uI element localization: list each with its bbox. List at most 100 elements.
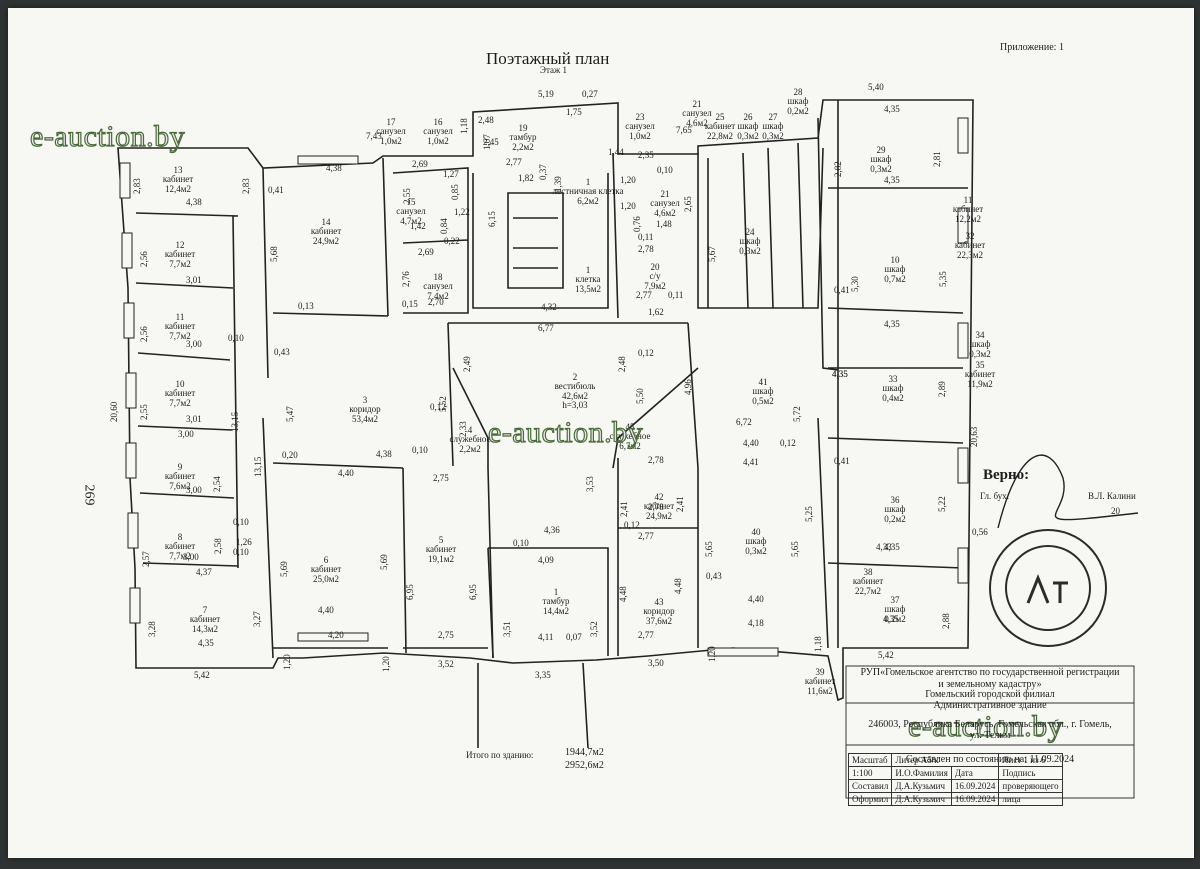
signature-scribble: [997, 454, 1139, 529]
dimension-label: 3,00: [183, 552, 199, 562]
room-area: 0,3м2: [745, 545, 767, 556]
org-line-2: и земельному кадастру»: [938, 678, 1042, 690]
room-name: служебное: [609, 431, 651, 442]
dimension-label: 1,62: [648, 307, 664, 317]
dimension-label: 0,11: [638, 232, 654, 242]
room-area: 11,9м2: [967, 378, 993, 389]
room-area: 7,7м2: [169, 330, 191, 341]
cell: 16.09.2024: [950, 792, 1000, 806]
dimension-label: 4,38: [376, 449, 392, 459]
dimension-label: 3,51: [502, 621, 512, 637]
room-area: 13,5м2: [575, 283, 601, 294]
dimension-label: 1,18: [459, 118, 469, 134]
dimension-label: 0,10: [412, 445, 428, 455]
dimension-label: 5,40: [868, 82, 884, 92]
room-area: 37,6м2: [646, 615, 672, 626]
dimension-label: 5,68: [269, 246, 279, 262]
room-name: шкаф: [787, 96, 809, 107]
room-area: 22,8м2: [707, 130, 733, 141]
room-area: 22,3м2: [957, 249, 983, 260]
room-number: 8: [177, 532, 183, 542]
room-number: 14: [321, 217, 331, 227]
room-number: 15: [406, 197, 416, 207]
room-area: 11,6м2: [807, 685, 833, 696]
room-number: 10: [890, 255, 900, 265]
dimension-label: 2,35: [638, 150, 654, 160]
dimension-label: 2,77: [638, 531, 654, 541]
cell: Литер А5/к: [891, 753, 1000, 767]
dimension-label: 3,01: [186, 414, 202, 424]
room-name: шкаф: [969, 339, 991, 350]
room-area: 12,4м2: [165, 183, 191, 194]
room-number: 12: [175, 240, 185, 250]
dimension-label: 5,42: [194, 670, 210, 680]
dimension-label: 4,40: [743, 438, 759, 448]
room-area: 7,9м2: [644, 280, 666, 291]
dimension-label: 0,27: [582, 89, 598, 99]
org-line-4: Административное здание: [933, 699, 1047, 711]
dimension-label: 20: [1111, 506, 1120, 516]
room-number: 32: [965, 231, 975, 241]
dimension-label: 3,28: [147, 621, 157, 637]
dimension-label: 4,36: [544, 525, 560, 535]
room-name: шкаф: [870, 154, 892, 165]
dimension-label: 2,48: [478, 115, 494, 125]
dimension-label: 0,07: [566, 632, 582, 642]
room-name: шкаф: [762, 121, 784, 132]
dimension-label: 13,15: [253, 456, 263, 477]
room-number: 21: [692, 99, 702, 109]
room-name: клетка: [575, 274, 601, 285]
org-street: ул. Тельм: [969, 729, 1011, 741]
dimension-label: 2,82: [833, 161, 843, 177]
watermark: e-auction.by: [907, 709, 1064, 743]
dimension-label: 4,35: [884, 319, 900, 329]
dimension-label: 6,95: [405, 584, 415, 600]
room-name: кабинет: [164, 471, 196, 482]
room-number: 16: [433, 117, 443, 127]
room-area: 22,7м2: [855, 585, 881, 596]
room-name: шкаф: [752, 386, 774, 397]
room-area: 0,4м2: [882, 392, 904, 403]
cell: И.О.Фамилия: [891, 766, 952, 780]
room-name: кабинет: [954, 240, 986, 251]
dimension-label: 4,37: [196, 567, 212, 577]
dimension-label: 7,43: [366, 131, 382, 141]
cell: Дата: [950, 766, 1000, 780]
room-number: 18: [433, 272, 443, 282]
dimension-label: 3,01: [186, 275, 202, 285]
dimension-label: 0,43: [706, 571, 722, 581]
room-name: кабинет: [164, 388, 196, 399]
dimension-label: 0,10: [233, 547, 249, 557]
dimension-label: 3,00: [186, 485, 202, 495]
cell: Д.А.Кузьмич: [891, 792, 952, 806]
dimension-label: 2,83: [132, 178, 142, 194]
dimension-label: 2,81: [932, 151, 942, 167]
room-area: 7,4м2: [427, 290, 449, 301]
totals-label: Итого по зданию:: [466, 750, 534, 760]
dimension-label: 4,35: [884, 542, 900, 552]
appendix-label: Приложение: 1: [1000, 42, 1064, 53]
org-line-1: РУП«Гомельское агентство по государствен…: [860, 667, 1120, 678]
room-name: санузел: [625, 121, 655, 132]
room-area: 4,7м2: [400, 215, 422, 226]
dimension-label: 4,35: [832, 369, 848, 379]
room-area: 7,6м2: [169, 480, 191, 491]
room-number: 1: [553, 587, 559, 597]
cell: Оформил: [847, 792, 893, 806]
room-area: 1,0м2: [427, 135, 449, 146]
room-number: 26: [743, 112, 753, 122]
dimension-label: 6,95: [468, 584, 478, 600]
